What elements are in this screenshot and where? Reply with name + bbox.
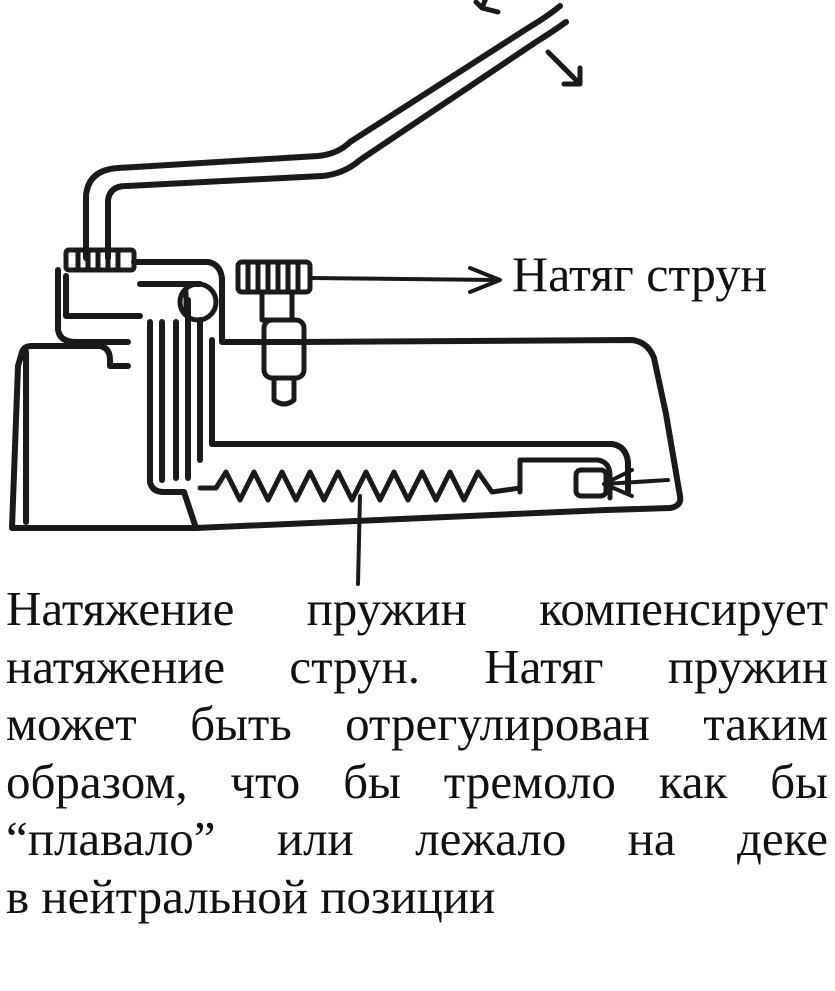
caption-line: Натяжение пружин компенсирует — [6, 581, 828, 636]
tension-spring — [197, 469, 523, 503]
tremolo-arm — [83, 3, 569, 261]
spring-leader-line — [356, 494, 362, 586]
caption-line: образом, что бы тремоло как бы — [6, 753, 828, 809]
caption-line: может быть отрегулирован таким — [6, 696, 828, 751]
tremolo-drawing — [9, 0, 684, 586]
arrow-right-icon — [308, 266, 502, 294]
sustain-block — [147, 297, 215, 495]
saddle-screw — [235, 259, 313, 407]
caption-line: натяжение струн. Натяг пружин — [6, 638, 828, 694]
caption-text: Натяжение пружин компенсирует натяжение … — [6, 580, 828, 925]
arrow-left-icon — [602, 468, 670, 498]
spring-claw — [517, 457, 613, 501]
string-tension-label: Натяг струн — [512, 246, 767, 302]
caption-line: в нейтральной позиции — [6, 868, 496, 924]
guitar-body — [9, 297, 684, 531]
caption-line: “плавало” или лежало на деке — [6, 811, 828, 866]
arm-collar — [63, 247, 137, 273]
double-arrow-icon — [473, 0, 583, 87]
